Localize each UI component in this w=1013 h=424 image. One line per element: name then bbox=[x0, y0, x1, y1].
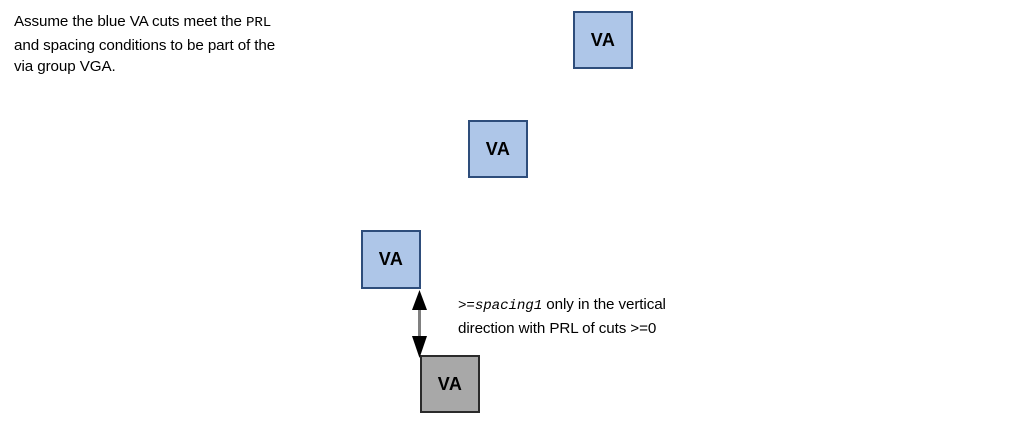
via-cut-label: VA bbox=[378, 249, 404, 269]
va-cut-4: VA bbox=[420, 355, 480, 413]
via-cut-label: VA bbox=[485, 138, 511, 159]
spacing-arrow bbox=[412, 290, 427, 358]
description-line1-text: Assume the blue VA cuts meet the bbox=[14, 13, 246, 30]
va-cut-3: VA bbox=[361, 230, 421, 289]
via-cut-label: VA bbox=[437, 373, 463, 394]
arrow-head-up bbox=[412, 290, 427, 310]
via-cut-label: VA bbox=[590, 29, 616, 50]
va-cut-2: VA bbox=[468, 120, 528, 178]
va-cut-1: VA bbox=[573, 11, 633, 69]
arrow-head-down bbox=[412, 336, 427, 358]
description-prl-mono: PRL bbox=[245, 15, 272, 31]
description-note: Assume the blue VA cuts meet the PRL and … bbox=[14, 11, 386, 78]
spacing-annotation: >=spacing1 only in the vertical direction… bbox=[458, 294, 788, 339]
spacing-annotation-line1-text: only in the vertical bbox=[542, 296, 666, 313]
description-line2-text: and spacing conditions to be part of the bbox=[14, 36, 276, 54]
spacing-value-mono: >=spacing1 bbox=[458, 298, 543, 314]
spacing-annotation-line2-text: direction with PRL of cuts >=0 bbox=[458, 319, 657, 337]
description-line3-text: via group VGA. bbox=[14, 58, 116, 75]
